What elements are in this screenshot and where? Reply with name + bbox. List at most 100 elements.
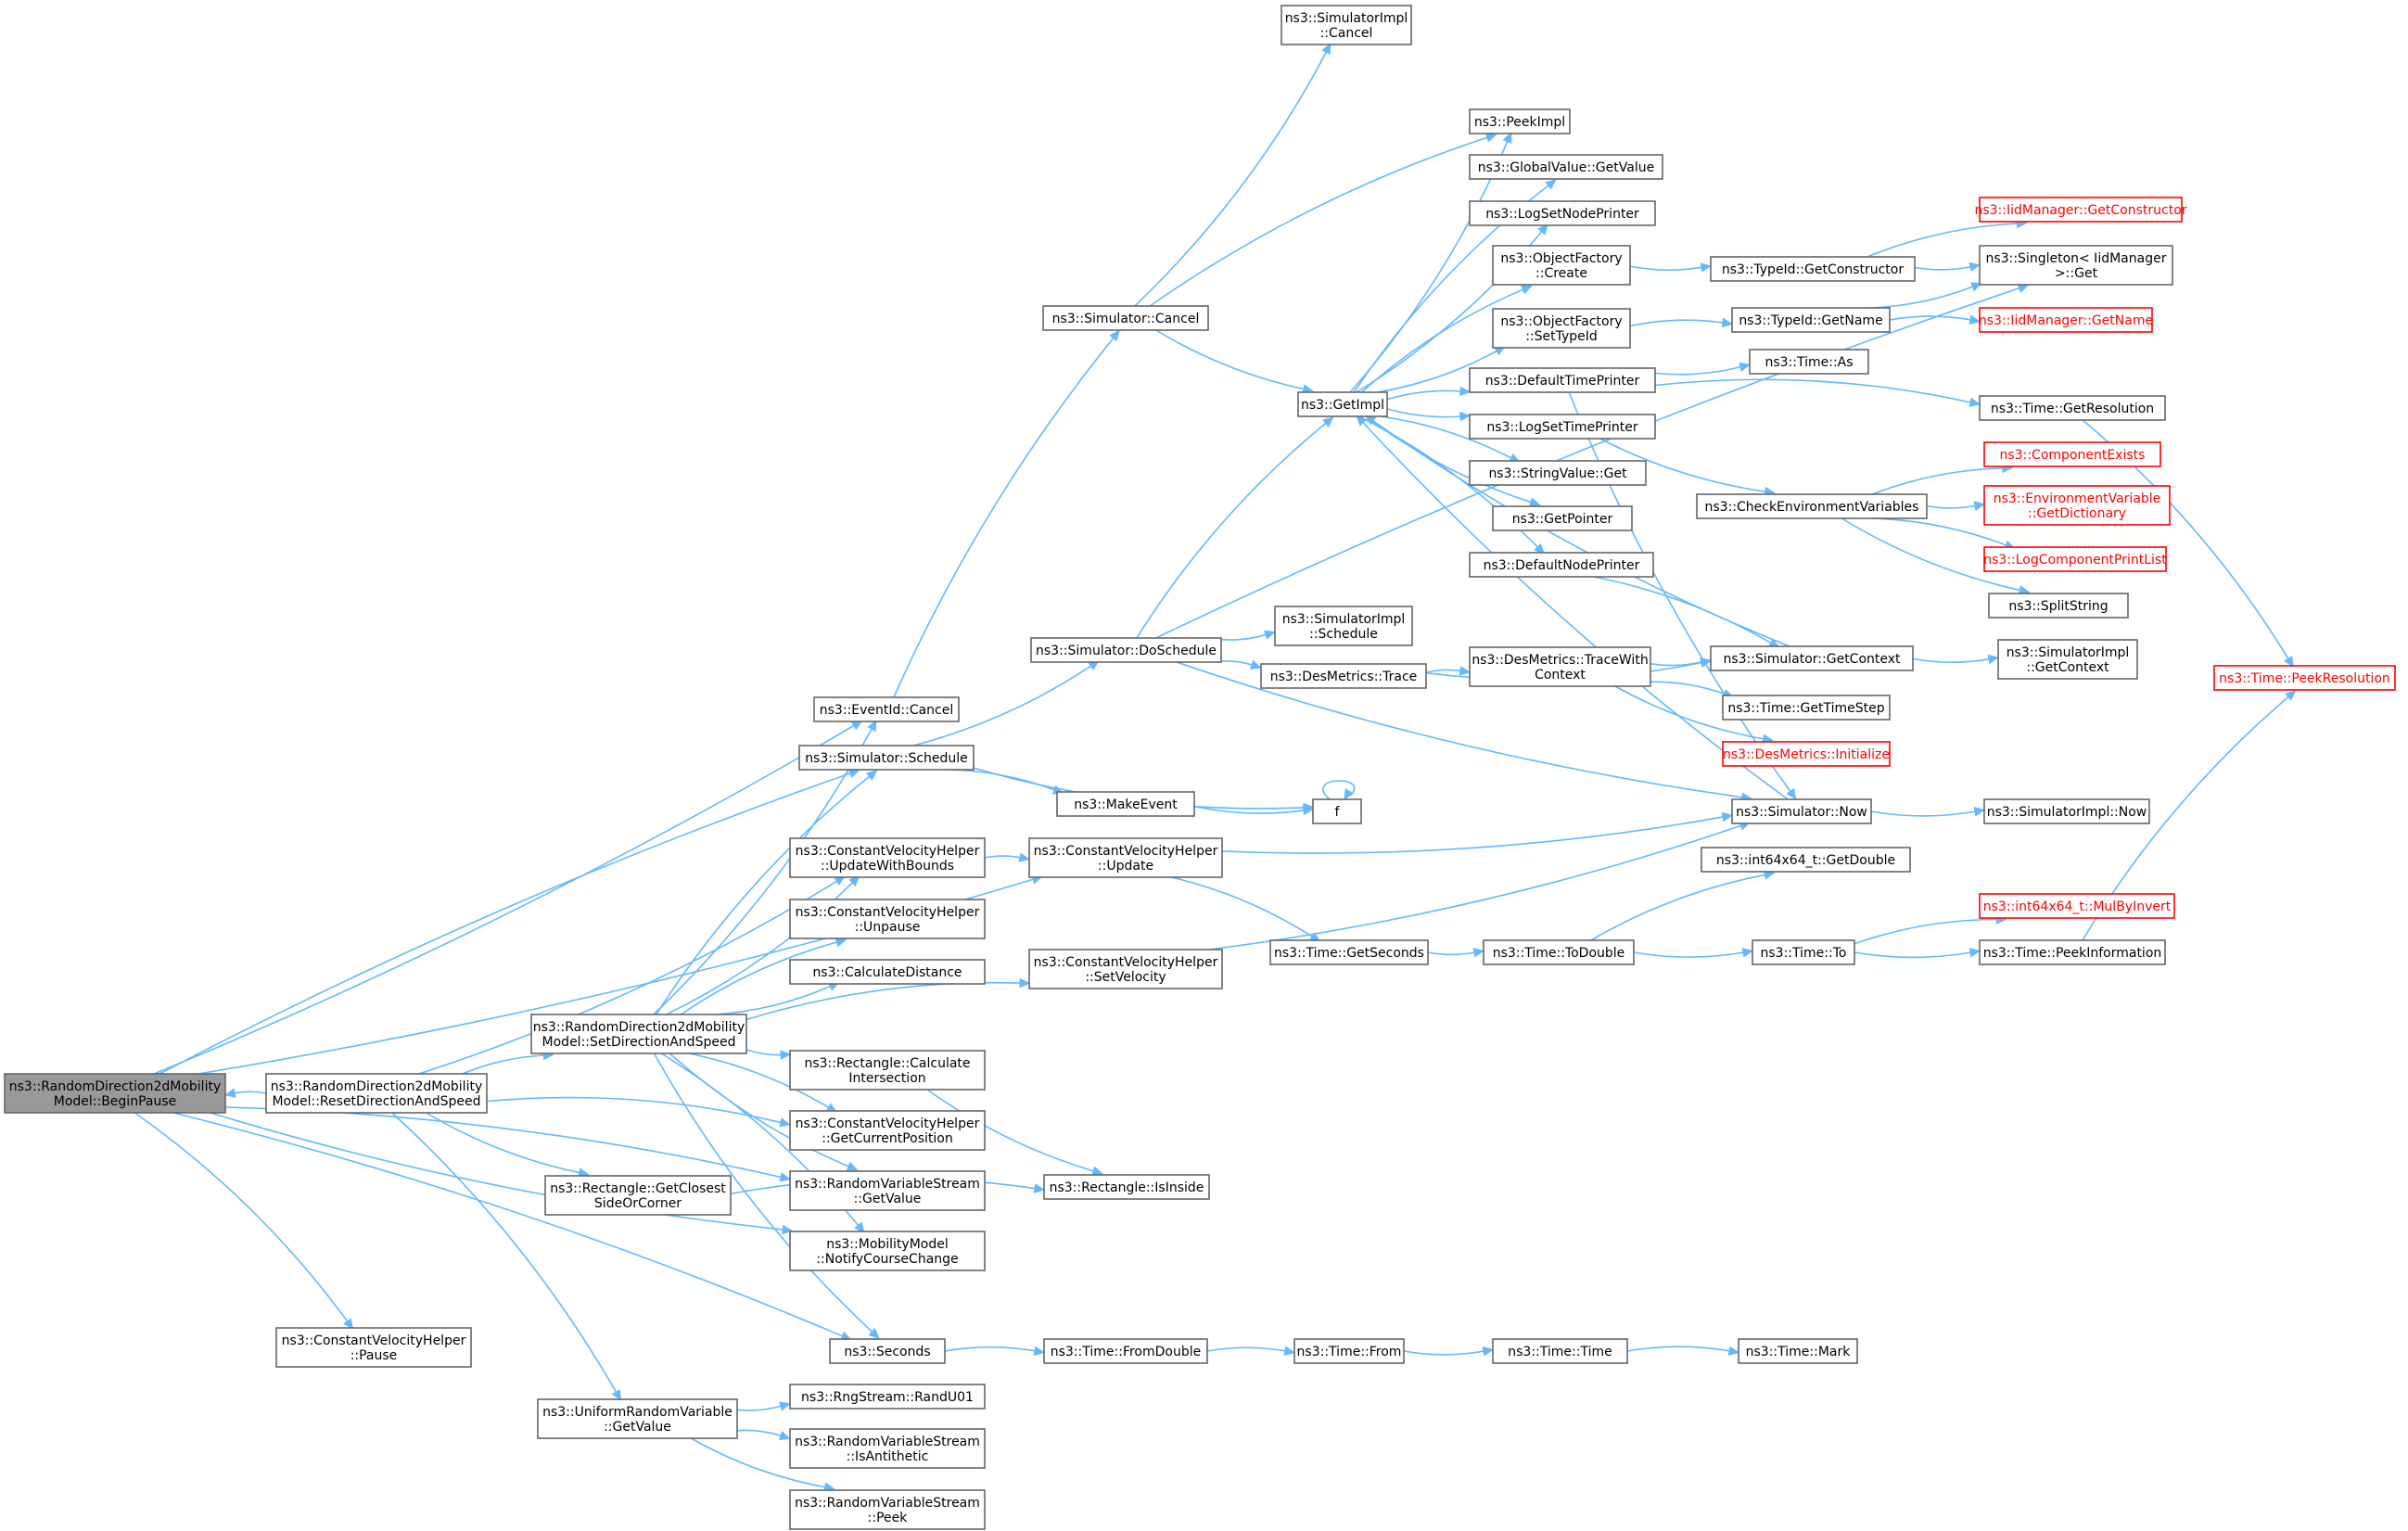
node-simimplcancel[interactable]: ns3::SimulatorImpl::Cancel [1280,5,1412,45]
node-typegetname[interactable]: ns3::TypeId::GetName [1731,307,1891,333]
node-timeas[interactable]: ns3::Time::As [1749,349,1869,375]
node-gvget[interactable]: ns3::GlobalValue::GetValue [1469,154,1663,180]
node-box [813,696,960,722]
node-notify[interactable]: ns3::MobilityModel::NotifyCourseChange [789,1231,986,1271]
node-unpause[interactable]: ns3::ConstantVelocityHelper::Unpause [789,899,986,939]
node-logtime[interactable]: ns3::LogSetTimePrinter [1469,414,1656,440]
node-ofcreate[interactable]: ns3::ObjectFactory::Create [1492,245,1631,286]
edge-cvupdate-to-simnow [1221,811,1734,854]
node-getimpl[interactable]: ns3::GetImpl [1297,391,1388,417]
node-box [1028,949,1223,989]
edge-arrowhead [1459,411,1472,422]
node-label: ns3::DesMetrics::Initialize [1723,747,1890,762]
edge-line [1912,657,1991,664]
node-simimplctx[interactable]: ns3::SimulatorImpl::GetContext [1997,639,2138,680]
node-peek[interactable]: ns3::RandomVariableStream::Peek [789,1489,986,1530]
edge-fromdouble-to-from [1206,1346,1296,1356]
node-simimplnow[interactable]: ns3::SimulatorImpl::Now [1983,798,2150,824]
node-simnow[interactable]: ns3::Simulator::Now [1731,798,1872,824]
node-timeto[interactable]: ns3::Time::To [1752,939,1855,965]
node-updatebounds[interactable]: ns3::ConstantVelocityHelper::UpdateWithB… [789,837,986,878]
edge-simcancel-to-simimplcancel [1134,43,1331,307]
edge-line [1590,874,1766,941]
node-label: ns3::Time::FromDouble [1051,1345,1202,1359]
node-eventcancel[interactable]: ns3::EventId::Cancel [813,696,960,722]
node-rvsget[interactable]: ns3::RandomVariableStream::GetValue [789,1170,986,1211]
node-desinit[interactable]: ns3::DesMetrics::Initialize [1722,741,1891,767]
node-isanti[interactable]: ns3::RandomVariableStream::IsAntithetic [789,1428,986,1469]
node-desmtrace[interactable]: ns3::DesMetrics::Trace [1260,663,1427,689]
node-todouble[interactable]: ns3::Time::ToDouble [1483,939,1635,965]
edge-line [1377,350,1498,393]
node-strget[interactable]: ns3::StringValue::Get [1469,460,1647,486]
node-getpos[interactable]: ns3::ConstantVelocityHelper::GetCurrentP… [789,1110,986,1151]
node-timemark[interactable]: ns3::Time::Mark [1738,1338,1858,1364]
node-begin[interactable]: ns3::RandomDirection2dMobilityModel::Beg… [4,1073,226,1114]
node-makeevent[interactable]: ns3::MakeEvent [1056,791,1195,817]
node-calcdist[interactable]: ns3::CalculateDistance [789,959,986,985]
edge-line [1914,265,1972,271]
node-schedule[interactable]: ns3::Simulator::Schedule [798,745,975,771]
node-label: ns3::SimulatorImpl::Now [1987,805,2147,820]
node-getseconds[interactable]: ns3::Time::GetSeconds [1269,939,1429,965]
node-lognode[interactable]: ns3::LogSetNodePrinter [1469,200,1656,226]
node-peekimpl[interactable]: ns3::PeekImpl [1469,108,1571,134]
edge-arrowhead [343,1318,354,1330]
node-peekinfo[interactable]: ns3::Time::PeekInformation [1979,939,2166,965]
edge-arrowhead [779,1431,791,1441]
node-logcomp[interactable]: ns3::LogComponentPrintList [1983,546,2167,572]
edge-todouble-to-timeto [1633,948,1754,958]
node-from[interactable]: ns3::Time::From [1293,1338,1405,1364]
node-mulbyinv[interactable]: ns3::int64x64_t::MulByInvert [1979,893,2175,919]
node-simimplsched[interactable]: ns3::SimulatorImpl::Schedule [1274,606,1413,646]
node-seconds[interactable]: ns3::Seconds [829,1338,946,1364]
edge-line [486,1096,783,1124]
edge-line [1889,315,1972,321]
node-checkenv[interactable]: ns3::CheckEnvironmentVariables [1696,493,1928,519]
node-gettimestep[interactable]: ns3::Time::GetTimeStep [1722,695,1891,721]
node-isinside[interactable]: ns3::Rectangle::IsInside [1043,1174,1210,1200]
node-label: ns3::RandomVariableStream [795,1177,980,1192]
node-label: ns3::ConstantVelocityHelper [796,1116,980,1131]
edge-line [1654,378,1972,403]
node-iidgetname[interactable]: ns3::IidManager::GetName [1979,307,2153,333]
node-randu01[interactable]: ns3::RngStream::RandU01 [789,1384,986,1410]
node-singleton[interactable]: ns3::Singleton< IidManager>::Get [1979,245,2173,286]
node-urvget[interactable]: ns3::UniformRandomVariable::GetValue [537,1398,738,1439]
node-compexists[interactable]: ns3::ComponentExists [1983,441,2161,467]
node-box [1043,1338,1208,1364]
node-box [1983,798,2150,824]
node-cvupdate[interactable]: ns3::ConstantVelocityHelper::Update [1028,837,1223,878]
node-simcancel[interactable]: ns3::Simulator::Cancel [1042,305,1209,331]
node-fromdouble[interactable]: ns3::Time::FromDouble [1043,1338,1208,1364]
node-getctx[interactable]: ns3::Simulator::GetContext [1710,645,1914,671]
node-defnode[interactable]: ns3::DefaultNodePrinter [1469,552,1654,578]
node-label: Model::ResetDirectionAndSpeed [272,1094,480,1109]
node-setvel[interactable]: ns3::ConstantVelocityHelper::SetVelocity [1028,949,1223,989]
edge-arrowhead [1033,1183,1046,1193]
node-cvpause[interactable]: ns3::ConstantVelocityHelper::Pause [275,1327,472,1368]
node-box [544,1175,732,1216]
node-doschedule[interactable]: ns3::Simulator::DoSchedule [1030,637,1222,663]
node-label: ns3::RandomDirection2dMobility [9,1079,221,1094]
node-splitstr[interactable]: ns3::SplitString [1988,593,2129,619]
node-ofsettype[interactable]: ns3::ObjectFactory::SetTypeId [1492,308,1631,349]
node-typegetctor[interactable]: ns3::TypeId::GetConstructor [1710,256,1916,282]
node-deftime[interactable]: ns3::DefaultTimePrinter [1469,367,1656,393]
node-envdict[interactable]: ns3::EnvironmentVariable::GetDictionary [1983,485,2171,526]
node-getptr[interactable]: ns3::GetPointer [1492,505,1633,531]
node-reset[interactable]: ns3::RandomDirection2dMobilityModel::Res… [265,1073,488,1114]
edge-line [462,1054,545,1075]
node-getres[interactable]: ns3::Time::GetResolution [1979,395,2166,421]
node-peekres[interactable]: ns3::Time::PeekResolution [2213,665,2396,691]
node-iidgetctor[interactable]: ns3::IidManager::GetConstructor [1974,197,2187,223]
node-f[interactable]: f [1312,798,1362,824]
edge-arrowhead [2285,690,2297,701]
node-timetime[interactable]: ns3::Time::Time [1492,1338,1628,1364]
node-setdir[interactable]: ns3::RandomDirection2dMobilityModel::Set… [530,1014,747,1054]
node-getdouble[interactable]: ns3::int64x64_t::GetDouble [1701,847,1911,873]
edge-line [1629,265,1703,271]
